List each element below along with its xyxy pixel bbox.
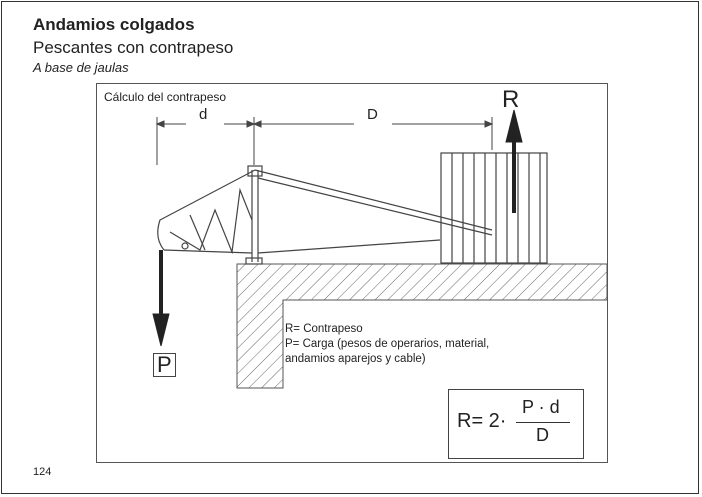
force-R-arrow [505, 109, 523, 213]
page-title: Andamios colgados [33, 15, 195, 34]
counterweight-cage [440, 152, 548, 264]
label-D: D [367, 106, 378, 123]
legend: R= Contrapeso P= Carga (pesos de operari… [285, 322, 489, 367]
label-P: P [153, 353, 176, 377]
formula-numerator: P · d [522, 397, 560, 417]
label-d: d [199, 106, 208, 123]
formula-denominator: D [536, 425, 549, 445]
legend-line: andamios aparejos y cable) [285, 353, 426, 365]
section-title: A base de jaulas [33, 60, 129, 75]
page-number: 124 [33, 466, 52, 478]
force-P-arrow [152, 250, 170, 347]
label-R: R [502, 86, 520, 113]
formula-lhs: R= 2· [457, 410, 507, 432]
legend-line: P= Carga (pesos de operarios, material, [285, 338, 490, 350]
dimension-lines [155, 117, 494, 165]
legend-line: R= Contrapeso [285, 323, 363, 335]
outrigger-truss [157, 165, 493, 265]
formula-fraction-bar [516, 422, 570, 423]
page-subtitle: Pescantes con contrapeso [33, 38, 234, 57]
building-hatch [236, 263, 608, 389]
formula-box [448, 389, 584, 459]
diagram-title: Cálculo del contrapeso [104, 90, 227, 104]
